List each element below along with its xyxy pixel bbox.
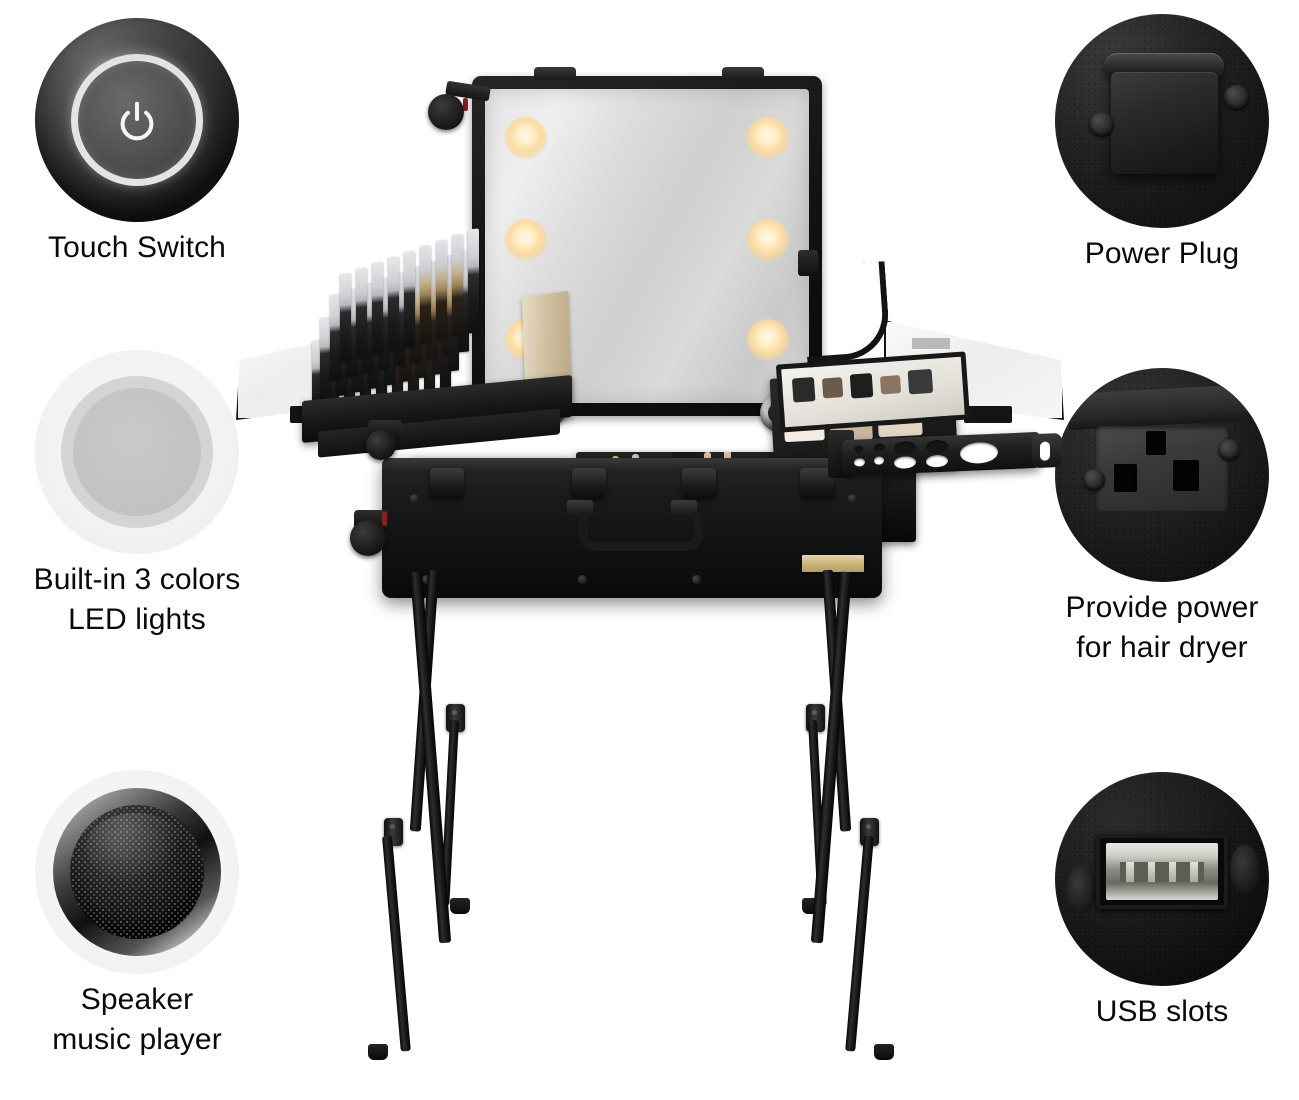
lid-tab-left (534, 67, 576, 80)
callout-power-plug: Power Plug (1027, 14, 1297, 274)
plug-cover-flap (1110, 71, 1218, 175)
power-button-icon (120, 101, 154, 141)
callout-speaker: Speaker music player (2, 770, 272, 1059)
socket-slot-left (1114, 464, 1137, 492)
usb-shell (1106, 843, 1218, 900)
power-cord-plug (798, 250, 818, 276)
telescoping-leg-front-left-lower (382, 835, 411, 1052)
leg-foot (450, 898, 470, 914)
caster-wheel-rear (366, 430, 396, 460)
callout-label: Speaker music player (52, 983, 222, 1056)
leg-foot (874, 1044, 894, 1060)
led-light-icon (35, 350, 239, 554)
ac-socket-icon (1055, 368, 1269, 582)
callout-label: USB slots (1095, 995, 1229, 1028)
usb-contact (1168, 862, 1177, 882)
usb-contact (1147, 862, 1156, 882)
usb-side-recess-right (1230, 844, 1261, 893)
led-bulb (505, 219, 547, 261)
usb-contact-block (1119, 862, 1205, 882)
speaker-icon (35, 770, 239, 974)
power-cord (800, 261, 892, 363)
touch-switch-icon (35, 18, 239, 222)
usb-contact (1189, 862, 1198, 882)
case-latch[interactable] (572, 468, 606, 498)
usb-port-icon (1055, 772, 1269, 986)
socket-slot-right (1172, 460, 1200, 491)
led-bulb (747, 117, 789, 159)
speaker-mesh (70, 805, 204, 939)
callout-label: Touch Switch (48, 231, 226, 264)
callout-label: Provide power for hair dryer (1065, 591, 1259, 664)
hair-tool-holder-shelf (842, 431, 1062, 477)
socket-face-plate (1095, 425, 1229, 512)
led-bulb (747, 319, 789, 361)
lid-release-button (463, 98, 468, 111)
case-latch[interactable] (430, 468, 464, 498)
caster-wheel-front (350, 520, 386, 556)
callout-touch-switch: Touch Switch (2, 18, 272, 268)
leg-foot (368, 1044, 388, 1060)
lid-tab-right (722, 67, 764, 80)
carry-handle[interactable] (567, 500, 703, 551)
usb-connector-frame (1095, 834, 1229, 909)
lid-knob (428, 94, 464, 130)
shelf-handle[interactable] (1032, 432, 1062, 469)
brand-name-plate (802, 555, 864, 572)
callout-label: Power Plug (1084, 237, 1240, 270)
case-latch[interactable] (682, 468, 716, 498)
speaker-cone (70, 805, 204, 939)
callout-led-lights: Built-in 3 colors LED lights (2, 350, 272, 639)
led-bulb (747, 219, 789, 261)
screw-right (1217, 438, 1240, 461)
speaker-gloss (86, 813, 186, 883)
wheel-release (382, 512, 387, 526)
case-top-lip (382, 458, 882, 474)
usb-side-recess-left (1065, 866, 1096, 915)
rolling-case-body (382, 458, 882, 598)
led-bulb (505, 117, 547, 159)
screw-right (1224, 84, 1250, 110)
product-photo (232, 58, 1068, 1068)
screw-left (1089, 112, 1115, 138)
socket-slot-ground (1146, 430, 1166, 455)
telescoping-leg-front-right-lower (845, 835, 874, 1052)
callout-hair-dryer-power: Provide power for hair dryer (1027, 368, 1297, 667)
palette-lid (775, 351, 971, 433)
callout-label: Built-in 3 colors LED lights (33, 563, 241, 636)
callout-usb-slots: USB slots (1027, 772, 1297, 1032)
screw-left (1082, 468, 1105, 491)
wing-foot-right (964, 406, 1012, 423)
power-plug-icon (1055, 14, 1269, 228)
usb-contact (1126, 862, 1134, 882)
wing-tape (912, 338, 950, 349)
